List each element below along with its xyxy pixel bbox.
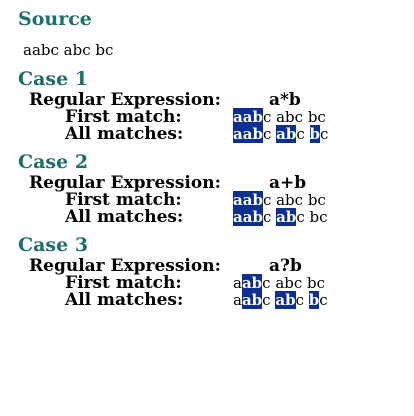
all-matches-value: aabc abc bc [233, 125, 329, 143]
all-matches-label: All matches: [65, 124, 184, 144]
all-matches-value: aabc abc bc [233, 291, 328, 309]
match-text: c [262, 125, 277, 143]
first-match-value: aabc abc bc [233, 108, 326, 126]
source-text: aabc abc bc [23, 41, 114, 59]
match-highlight: ab [276, 208, 297, 226]
match-text: c [295, 291, 309, 309]
all-matches-value: aabc abc bc [233, 208, 328, 226]
first-match-row: First match: aabc abc bc [29, 273, 408, 293]
all-matches-label: All matches: [65, 290, 184, 310]
match-highlight: aab [233, 191, 263, 209]
match-text: c [262, 208, 277, 226]
match-text: c abc bc [262, 191, 326, 209]
match-text: c [319, 291, 328, 309]
first-match-label: First match: [65, 107, 182, 127]
regex-row: Regular Expression: a?b [29, 258, 408, 275]
all-matches-row: All matches: aabc abc bc [29, 207, 408, 227]
match-text: a [233, 291, 242, 309]
all-matches-row: All matches: aabc abc bc [29, 290, 408, 310]
source-heading: Source [18, 8, 92, 30]
regex-row: Regular Expression: a+b [29, 175, 408, 192]
regex-demo-page: Source aabc abc bc Case 1 Regular Expres… [18, 6, 408, 315]
match-highlight: ab [241, 274, 263, 292]
first-match-label: First match: [65, 190, 182, 210]
match-highlight: ab [241, 291, 263, 309]
match-highlight: aab [233, 208, 263, 226]
first-match-label: First match: [65, 273, 182, 293]
regex-value: a?b [269, 256, 302, 276]
match-text: c [296, 125, 310, 143]
case-section: Case 1 Regular Expression: a*b First mat… [18, 66, 408, 143]
first-match-value: aabc abc bc [233, 191, 326, 209]
match-highlight: ab [276, 125, 297, 143]
match-text: c bc [296, 208, 328, 226]
match-highlight: aab [233, 108, 263, 126]
regex-label: Regular Expression: [29, 256, 221, 276]
all-matches-row: All matches: aabc abc bc [29, 124, 408, 144]
case-heading: Case 1 [18, 68, 89, 90]
source-section: Source aabc abc bc [18, 6, 408, 60]
match-text: c [262, 291, 276, 309]
match-highlight: aab [233, 125, 263, 143]
case-heading: Case 2 [18, 151, 89, 173]
match-highlight: ab [275, 291, 296, 309]
all-matches-label: All matches: [65, 207, 184, 227]
regex-value: a*b [269, 90, 301, 110]
first-match-value: aabc abc bc [233, 274, 326, 292]
case-heading: Case 3 [18, 234, 89, 256]
match-text: c abc bc [262, 274, 326, 292]
first-match-row: First match: aabc abc bc [29, 190, 408, 210]
regex-value: a+b [269, 173, 307, 193]
case-section: Case 2 Regular Expression: a+b First mat… [18, 149, 408, 226]
match-highlight: b [308, 291, 320, 309]
match-highlight: b [309, 125, 320, 143]
regex-row: Regular Expression: a*b [29, 92, 408, 109]
match-text: a [233, 274, 242, 292]
match-text: c [320, 125, 329, 143]
case-section: Case 3 Regular Expression: a?b First mat… [18, 232, 408, 309]
regex-label: Regular Expression: [29, 90, 221, 110]
first-match-row: First match: aabc abc bc [29, 107, 408, 127]
match-text: c abc bc [262, 108, 326, 126]
regex-label: Regular Expression: [29, 173, 221, 193]
